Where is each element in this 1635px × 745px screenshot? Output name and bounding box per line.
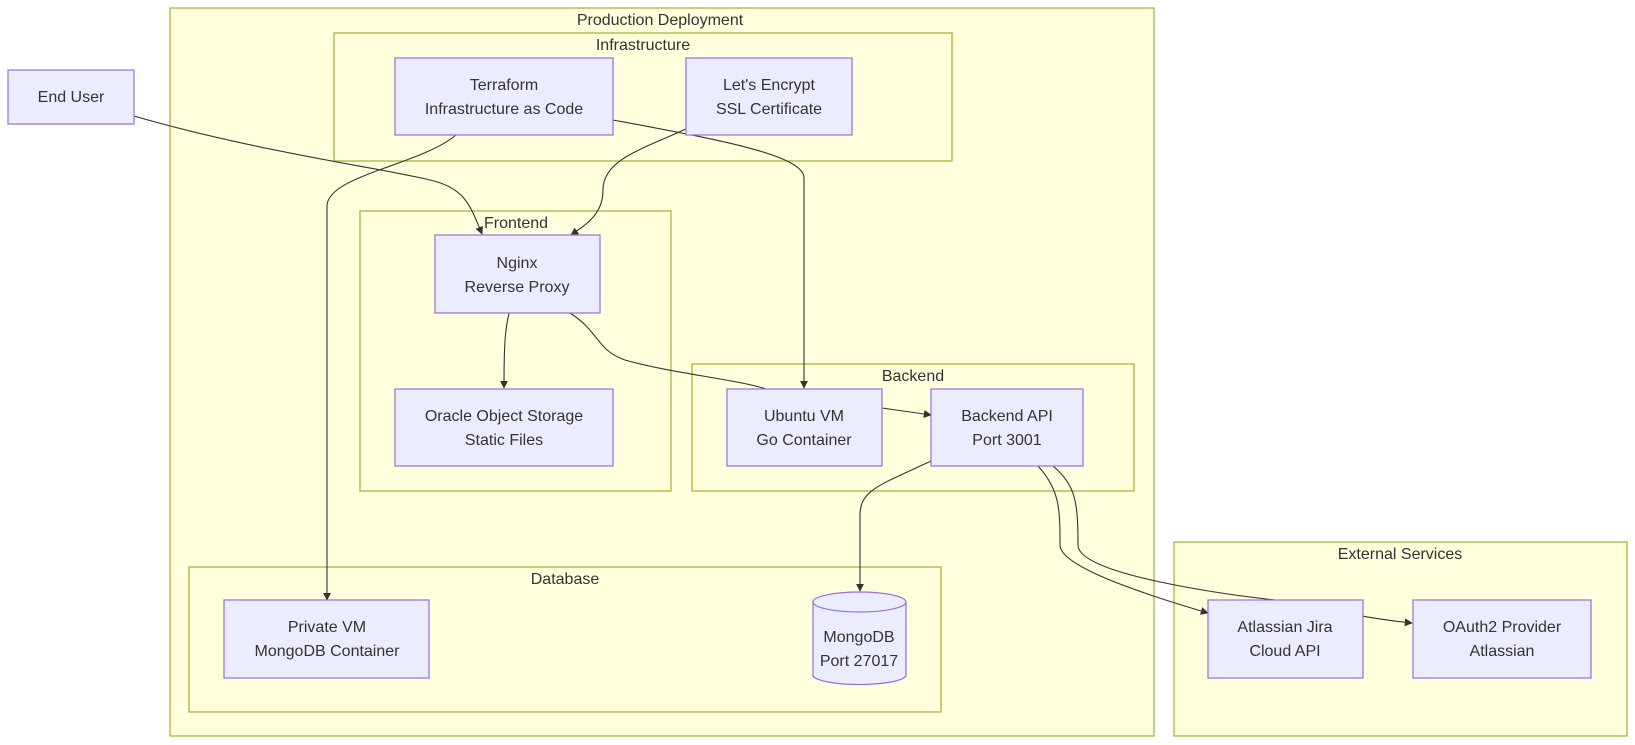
- node-label-oauth2-1: OAuth2 Provider: [1443, 619, 1562, 636]
- node-terraform[interactable]: Terraform Infrastructure as Code: [394, 57, 614, 136]
- node-label-nginx-2: Reverse Proxy: [465, 279, 570, 296]
- cluster-label-external: External Services: [1338, 546, 1463, 563]
- node-oauth2-provider[interactable]: OAuth2 Provider Atlassian: [1412, 599, 1592, 679]
- edge-nginx-ubuntuvm: [569, 312, 767, 390]
- node-object-storage[interactable]: Oracle Object Storage Static Files: [394, 388, 614, 467]
- node-label-backendapi-2: Port 3001: [972, 432, 1041, 449]
- node-nginx[interactable]: Nginx Reverse Proxy: [434, 234, 601, 314]
- node-end-user[interactable]: End User: [7, 69, 135, 125]
- edge-letsencrypt-nginx: [570, 128, 687, 236]
- cluster-label-infrastructure: Infrastructure: [596, 37, 690, 54]
- edge-terraform-ubuntuvm: [612, 119, 808, 389]
- node-label-privatevm-1: Private VM: [288, 619, 366, 636]
- node-label-jira-1: Atlassian Jira: [1237, 619, 1332, 636]
- node-label-end-user: End User: [38, 89, 105, 106]
- node-atlassian-jira[interactable]: Atlassian Jira Cloud API: [1207, 599, 1364, 679]
- node-label-letsencrypt-2: SSL Certificate: [716, 101, 822, 118]
- edge-ubuntuvm-backendapi: [881, 407, 932, 418]
- edge-enduser-nginx: [133, 115, 483, 235]
- cluster-label-production: Production Deployment: [577, 12, 744, 29]
- node-letsencrypt[interactable]: Let's Encrypt SSL Certificate: [685, 57, 853, 136]
- node-label-mongodb-2: Port 27017: [820, 653, 898, 670]
- node-label-objectstorage-2: Static Files: [465, 432, 543, 449]
- node-label-backendapi-1: Backend API: [961, 408, 1053, 425]
- node-label-letsencrypt-1: Let's Encrypt: [723, 77, 816, 94]
- node-mongodb[interactable]: MongoDB Port 27017: [812, 591, 907, 686]
- node-label-privatevm-2: MongoDB Container: [255, 643, 401, 660]
- node-private-vm[interactable]: Private VM MongoDB Container: [223, 599, 430, 679]
- node-label-objectstorage-1: Oracle Object Storage: [425, 408, 583, 425]
- edge-nginx-objectstorage: [500, 312, 510, 389]
- cluster-label-frontend: Frontend: [484, 215, 548, 232]
- node-label-terraform-1: Terraform: [470, 77, 538, 94]
- node-label-jira-2: Cloud API: [1249, 643, 1320, 660]
- cluster-label-database: Database: [531, 571, 600, 588]
- edge-backendapi-mongodb: [856, 460, 932, 592]
- cluster-label-backend: Backend: [882, 368, 944, 385]
- node-label-ubuntuvm-2: Go Container: [756, 432, 852, 449]
- node-label-nginx-1: Nginx: [497, 255, 538, 272]
- node-label-oauth2-2: Atlassian: [1470, 643, 1535, 660]
- node-ubuntu-vm[interactable]: Ubuntu VM Go Container: [726, 388, 883, 467]
- node-backend-api[interactable]: Backend API Port 3001: [930, 388, 1084, 467]
- node-label-ubuntuvm-1: Ubuntu VM: [764, 408, 844, 425]
- edge-terraform-privatevm: [323, 134, 457, 601]
- node-label-mongodb-1: MongoDB: [823, 629, 894, 646]
- edge-backendapi-jira: [1037, 465, 1209, 615]
- node-label-terraform-2: Infrastructure as Code: [425, 101, 583, 118]
